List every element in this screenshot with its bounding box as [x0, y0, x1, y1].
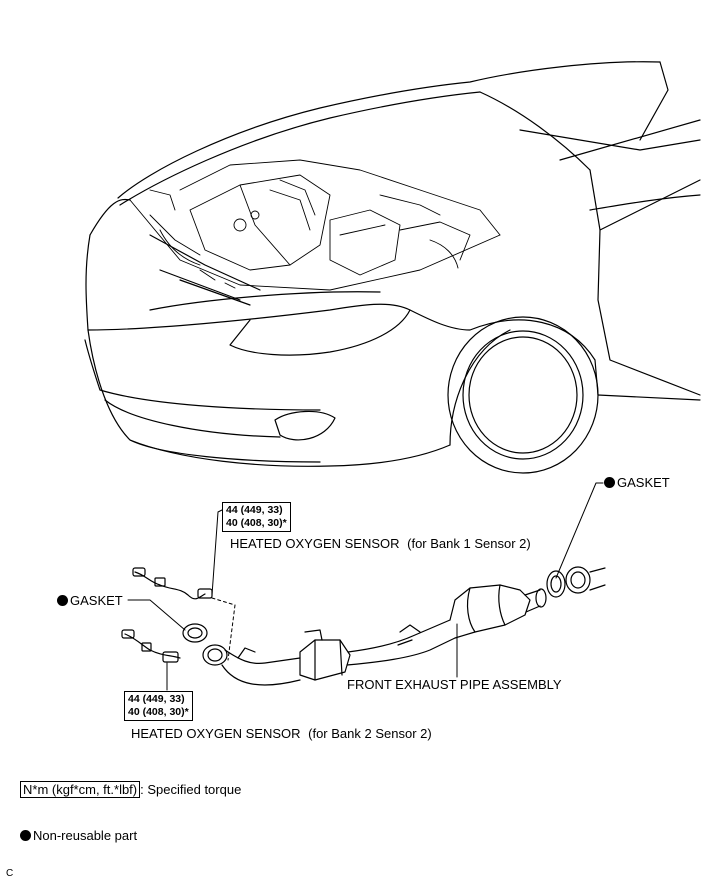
leader-torque-top — [211, 509, 223, 596]
torque-top-line1: 44 (449, 33) — [226, 504, 283, 516]
car-front-illustration — [84, 61, 701, 474]
car-grille — [149, 234, 261, 291]
sensor-bank2-note: (for Bank 2 Sensor 2) — [308, 726, 432, 741]
torque-top-line2: 40 (408, 30)* — [226, 517, 287, 529]
leader-lines — [127, 482, 604, 691]
front-pipe-label: FRONT EXHAUST PIPE ASSEMBLY — [347, 677, 562, 692]
torque-box-bottom: 44 (449, 33) 40 (408, 30)* — [124, 691, 193, 721]
car-fender — [89, 198, 131, 236]
oxygen-sensor-bank2 — [121, 629, 181, 663]
front-exhaust-pipe — [202, 584, 547, 686]
torque-bottom-line1: 44 (449, 33) — [128, 693, 185, 705]
fog-light — [274, 410, 336, 441]
gasket-right-label: GASKET — [604, 475, 670, 490]
sensor-bank1-name: HEATED OXYGEN SENSOR — [230, 536, 400, 551]
gasket-right-part — [546, 570, 566, 598]
sensor-bank1-note: (for Bank 1 Sensor 2) — [407, 536, 531, 551]
filled-circle-icon — [57, 595, 68, 606]
legend-nonreusable-text: Non-reusable part — [33, 828, 138, 843]
corner-mark: C — [6, 868, 14, 879]
sensor-bank2-label: HEATED OXYGEN SENSOR (for Bank 2 Sensor … — [131, 726, 432, 741]
gasket-left-label: GASKET — [57, 593, 123, 608]
gasket-left-text: GASKET — [70, 593, 123, 608]
leader-gasket-left — [127, 599, 186, 631]
legend-torque-unit: N*m (kgf*cm, ft.*lbf) — [20, 781, 141, 798]
gasket-right-text: GASKET — [617, 475, 670, 490]
car-wheel — [447, 316, 599, 474]
leader-gasket-right — [555, 482, 604, 579]
tail-pipe-flange — [565, 566, 606, 594]
gasket-left-part — [182, 623, 208, 643]
oxygen-sensor-bank1 — [132, 567, 213, 600]
car-windshield — [559, 119, 701, 161]
engine-bay — [129, 159, 501, 291]
legend-nonreusable: Non-reusable part — [20, 828, 137, 843]
front-pipe-text: FRONT EXHAUST PIPE ASSEMBLY — [347, 677, 562, 692]
filled-circle-icon — [20, 830, 31, 841]
torque-bottom-line2: 40 (408, 30)* — [128, 706, 189, 718]
car-hood — [117, 61, 661, 199]
sensor-bank2-name: HEATED OXYGEN SENSOR — [131, 726, 301, 741]
torque-box-top: 44 (449, 33) 40 (408, 30)* — [222, 502, 291, 532]
engine-cover — [189, 174, 331, 271]
legend-torque: N*m (kgf*cm, ft.*lbf): Specified torque — [20, 781, 242, 798]
alignment-dashes — [211, 597, 236, 661]
sensor-bank1-label: HEATED OXYGEN SENSOR (for Bank 1 Sensor … — [230, 536, 531, 551]
car-headlight — [149, 291, 381, 311]
filled-circle-icon — [604, 477, 615, 488]
legend-torque-text: : Specified torque — [140, 782, 242, 797]
car-bumper — [87, 329, 451, 467]
car-wheel-arch — [409, 309, 599, 396]
